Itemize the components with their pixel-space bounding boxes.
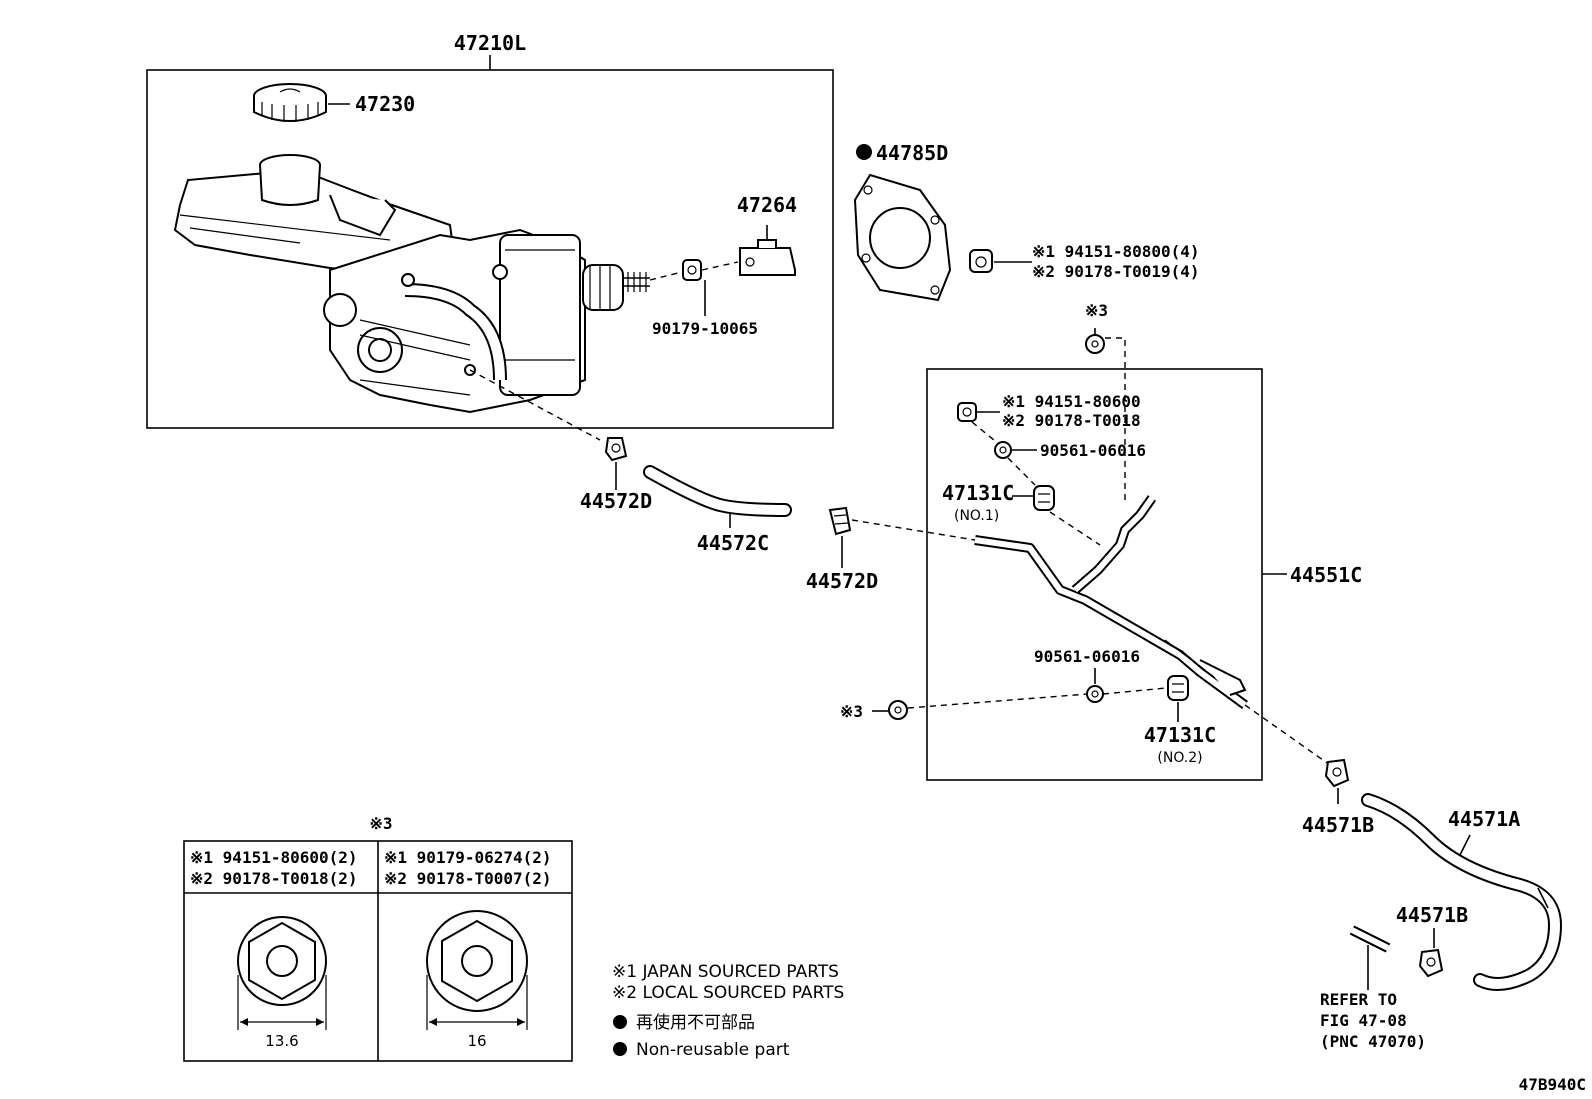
reservoir-cap[interactable] [253,83,327,122]
clip-44571b-top[interactable] [1324,758,1350,788]
figure-id: 47B940C [1519,1075,1586,1094]
non-reusable-marker [856,144,872,160]
brake-tube-44551c[interactable] [974,495,1248,710]
table-dim2: 16 [467,1032,486,1050]
label-refer-pnc[interactable]: (PNC 47070) [1320,1032,1426,1051]
brake-booster-body [323,228,586,414]
clip-44572d-mid[interactable] [828,506,852,536]
label-47264[interactable]: 47264 [737,193,797,217]
label-44785d[interactable]: 44785D [876,141,948,165]
table-dim1: 13.6 [265,1032,298,1050]
table-title: ※3 [369,814,392,833]
clip-44572d-left[interactable] [604,437,628,462]
nut-16-icon [426,910,528,1030]
washer-90561-top[interactable] [994,441,1012,459]
label-bolt-a2[interactable]: ※2 90178-T0019(4) [1032,262,1200,281]
label-47131c-no1[interactable]: 47131C [942,481,1014,505]
legend-japan: ※1 JAPAN SOURCED PARTS [612,962,839,982]
mark3-table: ※3 ※1 94151-80600(2) ※2 90178-T0018(2) ※… [183,814,573,1062]
booster-connector [582,264,650,311]
table-col2-line1: ※1 90179-06274(2) [384,848,552,867]
label-refer-to[interactable]: REFER TO [1320,990,1397,1009]
grommet-47131c-no2[interactable] [1167,675,1189,701]
nut-mark3-top[interactable] [1085,334,1105,354]
label-47131c-no2[interactable]: 47131C [1144,723,1216,747]
legend-nonreusable: Non-reusable part [636,1040,790,1060]
nut-mark3-left[interactable] [888,700,908,720]
label-mark3-top[interactable]: ※3 [1085,301,1108,320]
label-44551c[interactable]: 44551C [1290,563,1362,587]
label-44571b-top[interactable]: 44571B [1302,813,1374,837]
label-bolt-b1[interactable]: ※1 94151-80600 [1002,392,1141,411]
label-44572d-mid[interactable]: 44572D [806,569,878,593]
gasket-group: 44785D ※1 94151-80800(4) ※2 90178-T0019(… [853,141,1200,302]
brake-reservoir [173,154,457,277]
gasket-44785d[interactable] [853,173,952,302]
legend-bullet-2 [613,1042,627,1056]
label-90179-10065[interactable]: 90179-10065 [652,319,758,338]
label-44572c[interactable]: 44572C [697,531,769,555]
table-col1-line2: ※2 90178-T0018(2) [190,869,358,888]
tube-assembly-group: 44551C ※3 ※1 94151-80600 ※2 90178-T0018 … [907,301,1362,781]
label-47230[interactable]: 47230 [355,92,415,116]
bolt-94151-80800[interactable] [969,249,993,273]
label-47210l[interactable]: 47210L [454,31,526,55]
legend-bullet-1 [613,1015,627,1029]
master-cylinder-assembly-group: 47210L 47230 [146,31,834,429]
grommet-47131c-no1[interactable] [1033,485,1055,511]
reference-pipe [1349,925,1391,953]
label-washer-bottom[interactable]: 90561-06016 [1034,647,1140,666]
label-bolt-b2[interactable]: ※2 90178-T0018 [1002,411,1141,430]
label-refer-fig[interactable]: FIG 47-08 [1320,1011,1407,1030]
bracket-47264[interactable] [739,239,796,276]
label-44572d-left[interactable]: 44572D [580,489,652,513]
label-no2: (NO.2) [1157,750,1202,766]
hose-44571a-group: 44571B 44571A 44571B REFER TO FIG 47-08 … [1244,704,1563,1051]
table-col2-line2: ※2 90178-T0007(2) [384,869,552,888]
label-no1: (NO.1) [954,508,999,524]
bolt-94151-80600[interactable] [957,402,977,422]
nut-90179-10065[interactable] [682,259,702,281]
washer-90561-bottom[interactable] [1086,685,1104,703]
table-col1-line1: ※1 94151-80600(2) [190,848,358,867]
label-bolt-a1[interactable]: ※1 94151-80800(4) [1032,242,1200,261]
legend-local: ※2 LOCAL SOURCED PARTS [612,983,844,1003]
nut-13-6-icon [237,916,327,1030]
label-44571a[interactable]: 44571A [1448,807,1520,831]
hose-44572c-group: 44572D 44572C [469,369,792,555]
clip-44571b-bottom[interactable] [1418,948,1444,978]
label-mark3-left[interactable]: ※3 [840,702,863,721]
label-washer-top[interactable]: 90561-06016 [1040,441,1146,460]
label-44571b-bottom[interactable]: 44571B [1396,903,1468,927]
legend: ※1 JAPAN SOURCED PARTS ※2 LOCAL SOURCED … [612,962,844,1060]
legend-jp-nonreusable: 再使用不可部品 [636,1012,755,1033]
